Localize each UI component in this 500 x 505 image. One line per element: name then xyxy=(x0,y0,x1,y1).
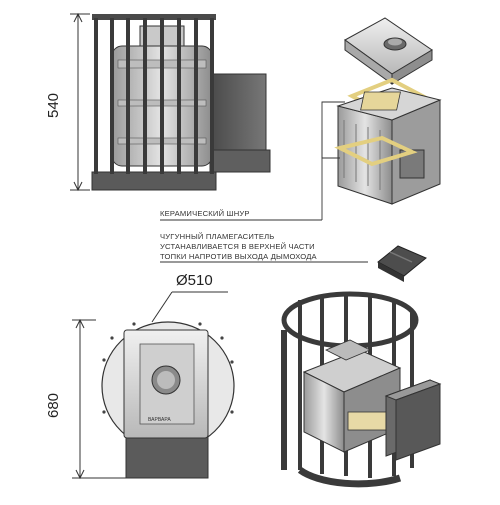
flame-arrester-line-3: ТОПКИ НАПРОТИВ ВЫХОДА ДЫМОХОДА xyxy=(160,252,317,261)
cutaway-view xyxy=(281,291,442,488)
fuel-channel-top xyxy=(125,435,209,479)
stove-top-lid xyxy=(344,17,433,85)
height-label-top: 540 xyxy=(45,92,62,118)
cord-leader-line xyxy=(160,101,345,221)
exploded-view xyxy=(160,17,442,221)
stove-top-plate xyxy=(123,329,209,439)
top-view xyxy=(72,318,235,480)
flame-arrester-line-1: ЧУГУННЫЙ ПЛАМЕГАСИТЕЛЬ xyxy=(160,232,275,241)
height-dimension-bottom xyxy=(72,318,128,480)
flame-arrester-label: ЧУГУННЫЙ ПЛАМЕГАСИТЕЛЬ УСТАНАВЛИВАЕТСЯ В… xyxy=(160,232,317,262)
flame-arrester-part xyxy=(377,245,427,282)
cutaway-fuel-channel xyxy=(384,379,442,461)
ceramic-cord-lower xyxy=(334,135,418,167)
ceramic-cord-label: КЕРАМИЧЕСКИЙ ШНУР xyxy=(160,209,250,218)
side-view xyxy=(70,12,271,192)
diameter-label: Ø510 xyxy=(176,272,213,289)
height-label-bottom: 680 xyxy=(45,392,62,418)
cage-frame xyxy=(91,14,217,191)
cage-top-ring xyxy=(281,291,419,349)
height-dimension-top xyxy=(70,12,90,192)
flame-arrester-line-2: УСТАНАВЛИВАЕТСЯ В ВЕРХНЕЙ ЧАСТИ xyxy=(160,242,315,251)
diameter-dimension xyxy=(151,291,228,323)
stove-brand-label: ВАРВАРА xyxy=(148,417,171,423)
